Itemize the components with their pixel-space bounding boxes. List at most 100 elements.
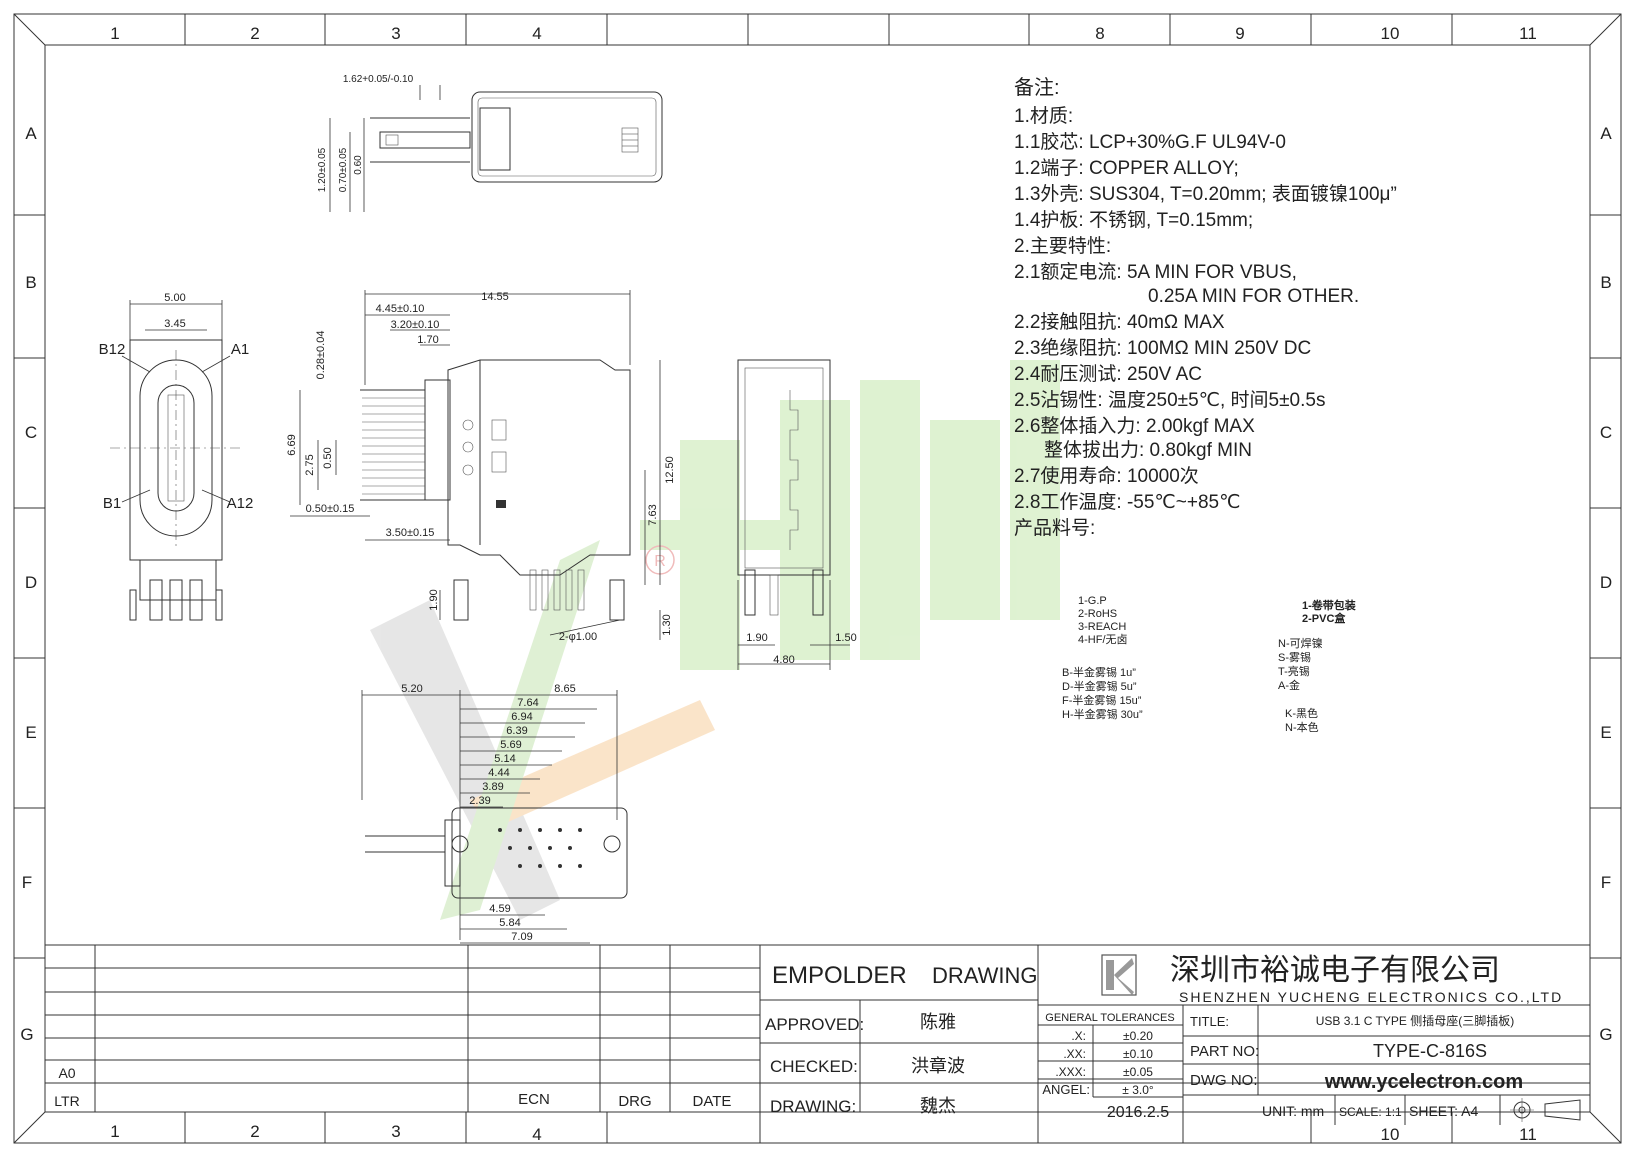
bottom-col-1: 1 (110, 1122, 119, 1141)
opt-gold-3: F-半金雾锡 15u” (1062, 693, 1142, 707)
front-view-drawing (110, 300, 240, 621)
notes-title: 备注: (1014, 76, 1060, 99)
pin-a12: A12 (227, 495, 254, 512)
dwg-label: DWG NO: (1190, 1072, 1258, 1089)
note-line-1: 1.材质: (1014, 105, 1073, 127)
row-c-left: C (25, 423, 37, 442)
dim-end-1.50: 1.50 (835, 632, 856, 644)
dim-fp-5.69: 5.69 (500, 739, 521, 751)
rev-ecn: ECN (518, 1091, 550, 1108)
dim-1.62: 1.62+0.05/-0.10 (343, 74, 414, 85)
drawing-type-1: EMPOLDER (772, 962, 907, 989)
drawing-name: 魏杰 (920, 1096, 956, 1116)
sheet-size: SHEET: A4 (1409, 1103, 1478, 1119)
tol-angle-val: ± 3.0° (1122, 1083, 1154, 1097)
approved-label: APPROVED: (765, 1015, 864, 1034)
note-line-14: 整体拔出力: 0.80kgf MIN (1044, 439, 1252, 461)
note-line-17: 产品料号: (1014, 517, 1095, 539)
row-g-left: G (20, 1025, 33, 1044)
opt-color-1: K-黑色 (1285, 706, 1318, 720)
dim-14.55: 14.55 (481, 291, 509, 303)
side-view-dims: 14.55 4.45±0.10 3.20±0.10 1.70 0.28±0.04… (286, 291, 676, 643)
front-view-dims: 5.00 3.45 B12 A1 B1 A12 (99, 292, 254, 512)
notes-block: 备注: 1.材质: 1.1胶芯: LCP+30%G.F UL94V-0 1.2端… (1014, 76, 1397, 539)
watermark-hanzi (640, 360, 1060, 670)
unit: UNIT: mm (1262, 1103, 1324, 1119)
dim-fp-4.44: 4.44 (488, 767, 509, 779)
company-cn: 深圳市裕诚电子有限公司 (1170, 954, 1500, 987)
note-line-16: 2.8工作温度: -55℃~+85℃ (1014, 491, 1240, 513)
top-col-1: 1 (110, 24, 119, 43)
watermark-logo: R (370, 360, 1060, 920)
end-view-dims: 1.90 1.50 4.80 (746, 632, 856, 666)
rev-date: DATE (693, 1093, 732, 1110)
dim-fp-3.89: 3.89 (482, 781, 503, 793)
row-e-left: E (25, 723, 36, 742)
side-zone-rulers: A B C D E F G A B C D E F G (14, 124, 1621, 1044)
top-col-10: 10 (1381, 24, 1400, 43)
row-d-right: D (1600, 573, 1612, 592)
part-options: 1-G.P 2-RoHS 3-REACH 4-HF/无卤 1-卷带包装 2-PV… (1062, 595, 1356, 734)
dim-fp-8.65: 8.65 (554, 683, 575, 695)
tol-xxx-key: .XXX: (1055, 1065, 1086, 1079)
dim-3.45: 3.45 (164, 318, 185, 330)
end-view-drawing (737, 359, 850, 670)
rev-drg: DRG (618, 1093, 651, 1110)
rev-a0: A0 (58, 1065, 75, 1081)
part-value: TYPE-C-816S (1373, 1041, 1487, 1061)
checked-label: CHECKED: (770, 1057, 858, 1076)
note-line-10: 2.3绝缘阻抗: 100MΩ MIN 250V DC (1014, 337, 1311, 359)
dwg-value: www.ycelectron.com (1324, 1071, 1523, 1093)
row-e-right: E (1600, 723, 1611, 742)
opt-plating-3: T-亮锡 (1278, 664, 1310, 678)
dim-3.50: 3.50±0.15 (386, 527, 435, 539)
title-value: USB 3.1 C TYPE 侧插母座(三脚插板) (1316, 1013, 1514, 1028)
dim-fp-6.39: 6.39 (506, 725, 527, 737)
dim-fp-7.64: 7.64 (517, 697, 538, 709)
note-line-5: 1.4护板: 不锈钢, T=0.15mm; (1014, 209, 1253, 231)
dim-3.20: 3.20±0.10 (391, 319, 440, 331)
dim-2.75: 2.75 (304, 454, 316, 475)
company-logo (1101, 954, 1137, 996)
opt-packing-1: 1-卷带包装 (1302, 598, 1356, 612)
top-col-3: 3 (391, 24, 400, 43)
bottom-pins (453, 569, 625, 621)
dim-1.90: 1.90 (428, 589, 440, 610)
opt-plating-1: N-可焊镍 (1278, 636, 1323, 650)
dim-0.60: 0.60 (353, 155, 364, 175)
dim-0.50-0.15: 0.50±0.15 (306, 503, 355, 515)
tol-x-key: .X: (1071, 1029, 1086, 1043)
note-line-7: 2.1额定电流: 5A MIN FOR VBUS, (1014, 261, 1297, 283)
pin-a1: A1 (231, 341, 249, 358)
title-label: TITLE: (1190, 1014, 1229, 1029)
row-c-right: C (1600, 423, 1612, 442)
bottom-col-10: 10 (1381, 1125, 1400, 1144)
note-line-3: 1.2端子: COPPER ALLOY; (1014, 157, 1239, 179)
tol-angle-key: ANGEL: (1042, 1082, 1090, 1097)
opt-color-2: N-本色 (1285, 720, 1319, 734)
note-line-13: 2.6整体插入力: 2.00kgf MAX (1014, 415, 1255, 437)
opt-compliance-2: 2-RoHS (1078, 608, 1117, 620)
bottom-zone-ruler: 1 2 3 4 10 11 (110, 1112, 1537, 1144)
top-col-2: 2 (250, 24, 259, 43)
opt-plating-4: A-金 (1278, 678, 1300, 692)
bottom-col-4: 4 (532, 1125, 541, 1144)
top-col-8: 8 (1095, 24, 1104, 43)
dim-12.50: 12.50 (664, 456, 676, 484)
opt-plating-2: S-雾锡 (1278, 650, 1311, 664)
dim-fp-5.84: 5.84 (499, 917, 520, 929)
note-line-6: 2.主要特性: (1014, 235, 1111, 257)
footprint-dims: 5.20 8.65 7.64 6.94 6.39 5.69 5.14 4.44 … (401, 683, 575, 943)
dim-1.30: 1.30 (661, 614, 673, 635)
row-b-right: B (1600, 273, 1611, 292)
tol-xx-key: .XX: (1063, 1047, 1086, 1061)
dim-5.00: 5.00 (164, 292, 185, 304)
dim-0.28: 0.28±0.04 (315, 331, 327, 380)
bottom-col-2: 2 (250, 1122, 259, 1141)
tol-xx-val: ±0.10 (1123, 1047, 1153, 1061)
dim-1.20: 1.20±0.05 (317, 147, 328, 192)
note-line-12: 2.5沾锡性: 温度250±5℃, 时间5±0.5s (1014, 389, 1325, 411)
opt-gold-1: B-半金雾锡 1u” (1062, 665, 1136, 679)
note-line-8: 0.25A MIN FOR OTHER. (1148, 286, 1359, 307)
terminal-lines (362, 397, 425, 495)
